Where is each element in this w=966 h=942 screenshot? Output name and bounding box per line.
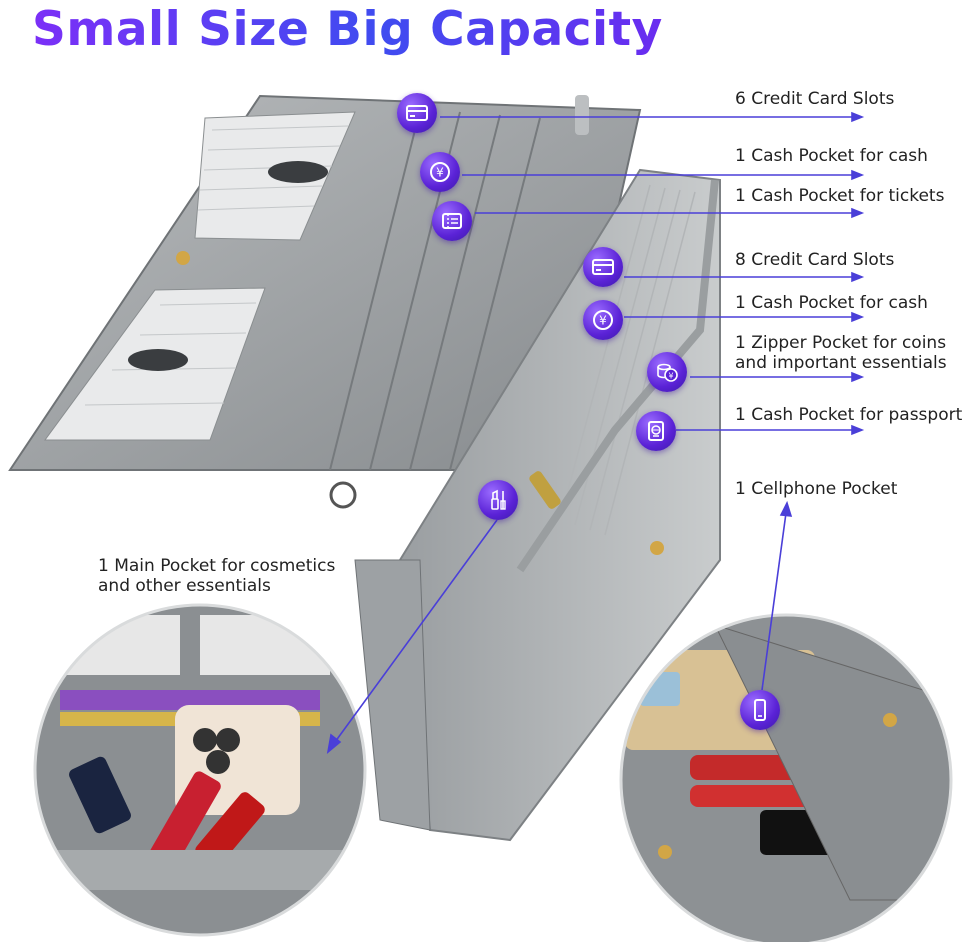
label-cash-pocket-1: 1 Cash Pocket for cash (735, 146, 928, 166)
svg-text:¥: ¥ (668, 372, 673, 381)
cellphone-icon (740, 690, 780, 730)
yen-coin-icon: ¥ (420, 152, 460, 192)
coins-icon: ¥ (647, 352, 687, 392)
label-cellphone-pocket: 1 Cellphone Pocket (735, 479, 898, 499)
label-main-line1: 1 Main Pocket for cosmetics (98, 556, 336, 576)
headline: Small Size Big Capacity (32, 2, 663, 57)
label-passport-pocket: 1 Cash Pocket for passport (735, 405, 963, 425)
credit-card-icon (583, 247, 623, 287)
svg-text:¥: ¥ (599, 314, 607, 328)
label-main-pocket: 1 Main Pocket for cosmetics and other es… (98, 556, 335, 596)
label-main-line2: and other essentials (98, 576, 271, 596)
label-tickets-pocket: 1 Cash Pocket for tickets (735, 186, 945, 206)
label-card-slots-8: 8 Credit Card Slots (735, 250, 895, 270)
passport-icon (636, 411, 676, 451)
label-zipper-pocket: 1 Zipper Pocket for coins and important … (735, 333, 947, 373)
svg-text:¥: ¥ (436, 166, 444, 180)
label-card-slots-6: 6 Credit Card Slots (735, 89, 895, 109)
label-zipper-line1: 1 Zipper Pocket for coins (735, 333, 947, 353)
label-zipper-line2: and important essentials (735, 353, 947, 373)
label-cash-pocket-2: 1 Cash Pocket for cash (735, 293, 928, 313)
yen-coin-icon: ¥ (583, 300, 623, 340)
lipstick-icon (478, 480, 518, 520)
ticket-icon (432, 201, 472, 241)
credit-card-icon (397, 93, 437, 133)
